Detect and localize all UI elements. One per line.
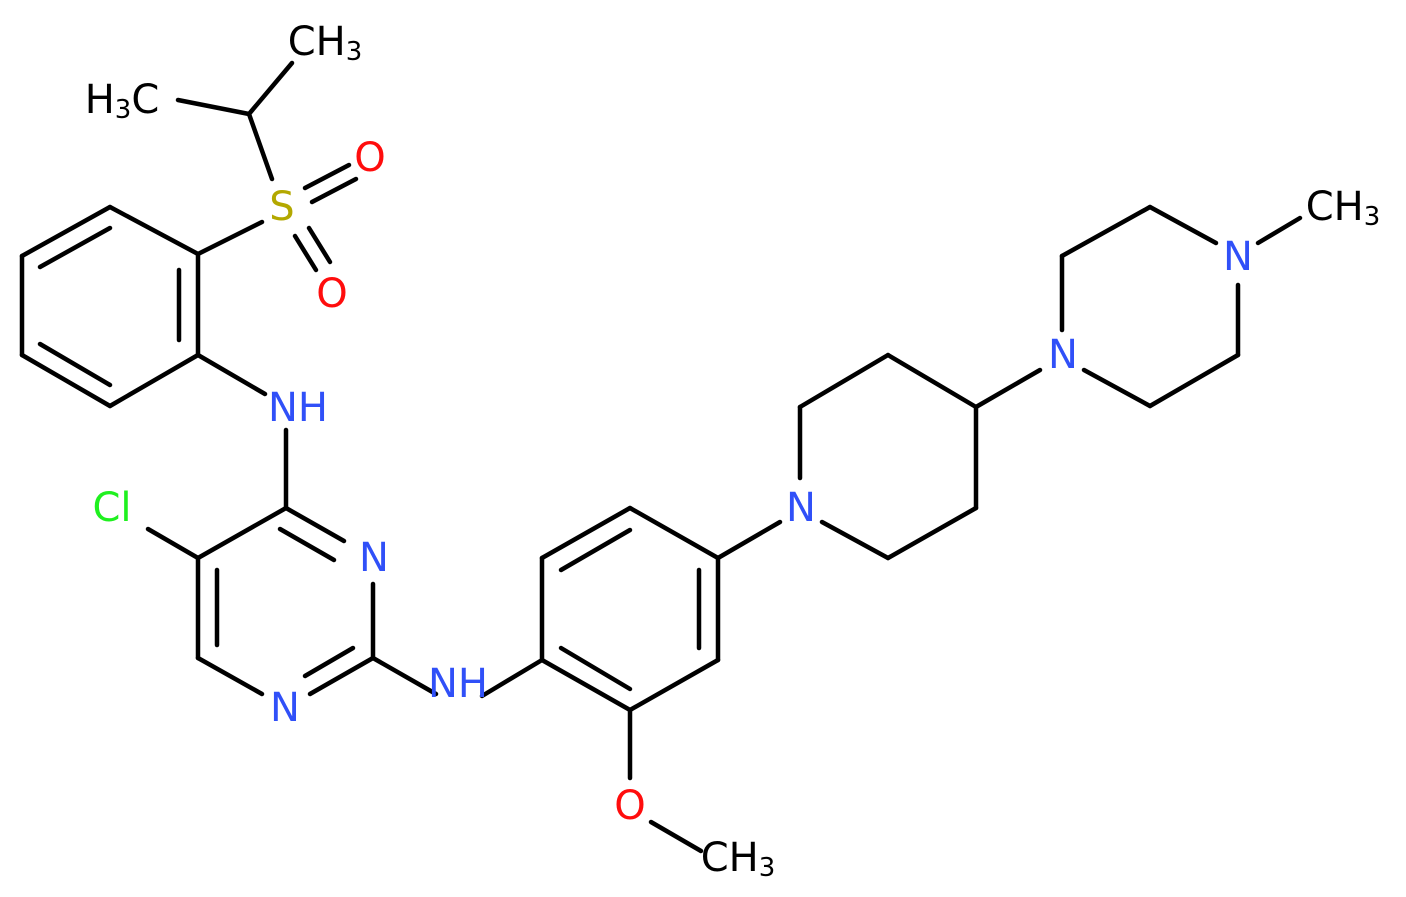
bond bbox=[797, 352, 891, 410]
bond bbox=[973, 367, 1043, 410]
bond bbox=[1147, 352, 1241, 409]
bond bbox=[627, 505, 721, 561]
bond bbox=[195, 352, 268, 397]
bond bbox=[1147, 204, 1219, 246]
bond bbox=[307, 655, 376, 697]
bond bbox=[37, 225, 113, 270]
bond bbox=[715, 519, 783, 561]
bond bbox=[246, 60, 295, 117]
bond bbox=[370, 655, 439, 697]
atom-label-h3c: H3C bbox=[85, 77, 160, 125]
atom-label-nitrogen: N bbox=[786, 485, 816, 531]
bond bbox=[107, 204, 201, 257]
bond bbox=[1059, 204, 1153, 259]
bond bbox=[539, 657, 633, 713]
atom-label-nh: NH bbox=[268, 385, 328, 431]
atom-label-ch3: CH3 bbox=[701, 835, 776, 883]
ch3-main: CH3 bbox=[288, 19, 363, 67]
bond bbox=[37, 341, 113, 388]
atom-label-oxygen: O bbox=[316, 271, 347, 317]
bond bbox=[885, 505, 979, 561]
atom-label-ch3: CH3 bbox=[1306, 184, 1381, 232]
bond bbox=[309, 176, 359, 205]
atom-label-nitrogen: N bbox=[270, 685, 300, 731]
bond-lines bbox=[19, 60, 1303, 854]
atom-labels: CH3 H3C S O O NH Cl N N NH O CH3 N N N C… bbox=[85, 19, 1381, 883]
bond bbox=[195, 655, 265, 697]
atom-label-oxygen: O bbox=[614, 783, 645, 829]
bond bbox=[107, 352, 201, 409]
atom-label-chlorine: Cl bbox=[92, 485, 131, 531]
bond bbox=[627, 657, 721, 713]
bond bbox=[558, 645, 633, 692]
atom-label-nitrogen: N bbox=[1223, 234, 1253, 280]
atom-label-oxygen: O bbox=[354, 135, 385, 181]
atom-label-nitrogen: N bbox=[1048, 332, 1078, 378]
bond bbox=[195, 505, 289, 561]
bond bbox=[277, 526, 337, 563]
bond bbox=[175, 97, 252, 117]
atom-label-sulfur: S bbox=[269, 184, 294, 230]
bond bbox=[819, 519, 891, 561]
bond bbox=[648, 819, 704, 854]
bond bbox=[195, 219, 265, 257]
atom-label-ch3: CH3 bbox=[288, 19, 363, 67]
bond bbox=[246, 111, 275, 182]
bond bbox=[306, 225, 333, 265]
atom-label-nitrogen: N bbox=[359, 535, 389, 581]
bond bbox=[1255, 215, 1303, 246]
bond bbox=[292, 233, 319, 273]
bond bbox=[539, 505, 633, 561]
bond bbox=[885, 352, 979, 410]
bond bbox=[19, 204, 113, 259]
bond bbox=[302, 162, 352, 191]
bond bbox=[558, 527, 633, 573]
bond bbox=[145, 526, 201, 561]
bond bbox=[19, 352, 113, 409]
bond bbox=[283, 505, 347, 544]
bond bbox=[302, 645, 356, 679]
h3c-main: H3C bbox=[85, 77, 160, 125]
atom-label-nh: NH bbox=[428, 661, 488, 707]
bond bbox=[479, 657, 545, 699]
bond bbox=[1081, 367, 1153, 409]
